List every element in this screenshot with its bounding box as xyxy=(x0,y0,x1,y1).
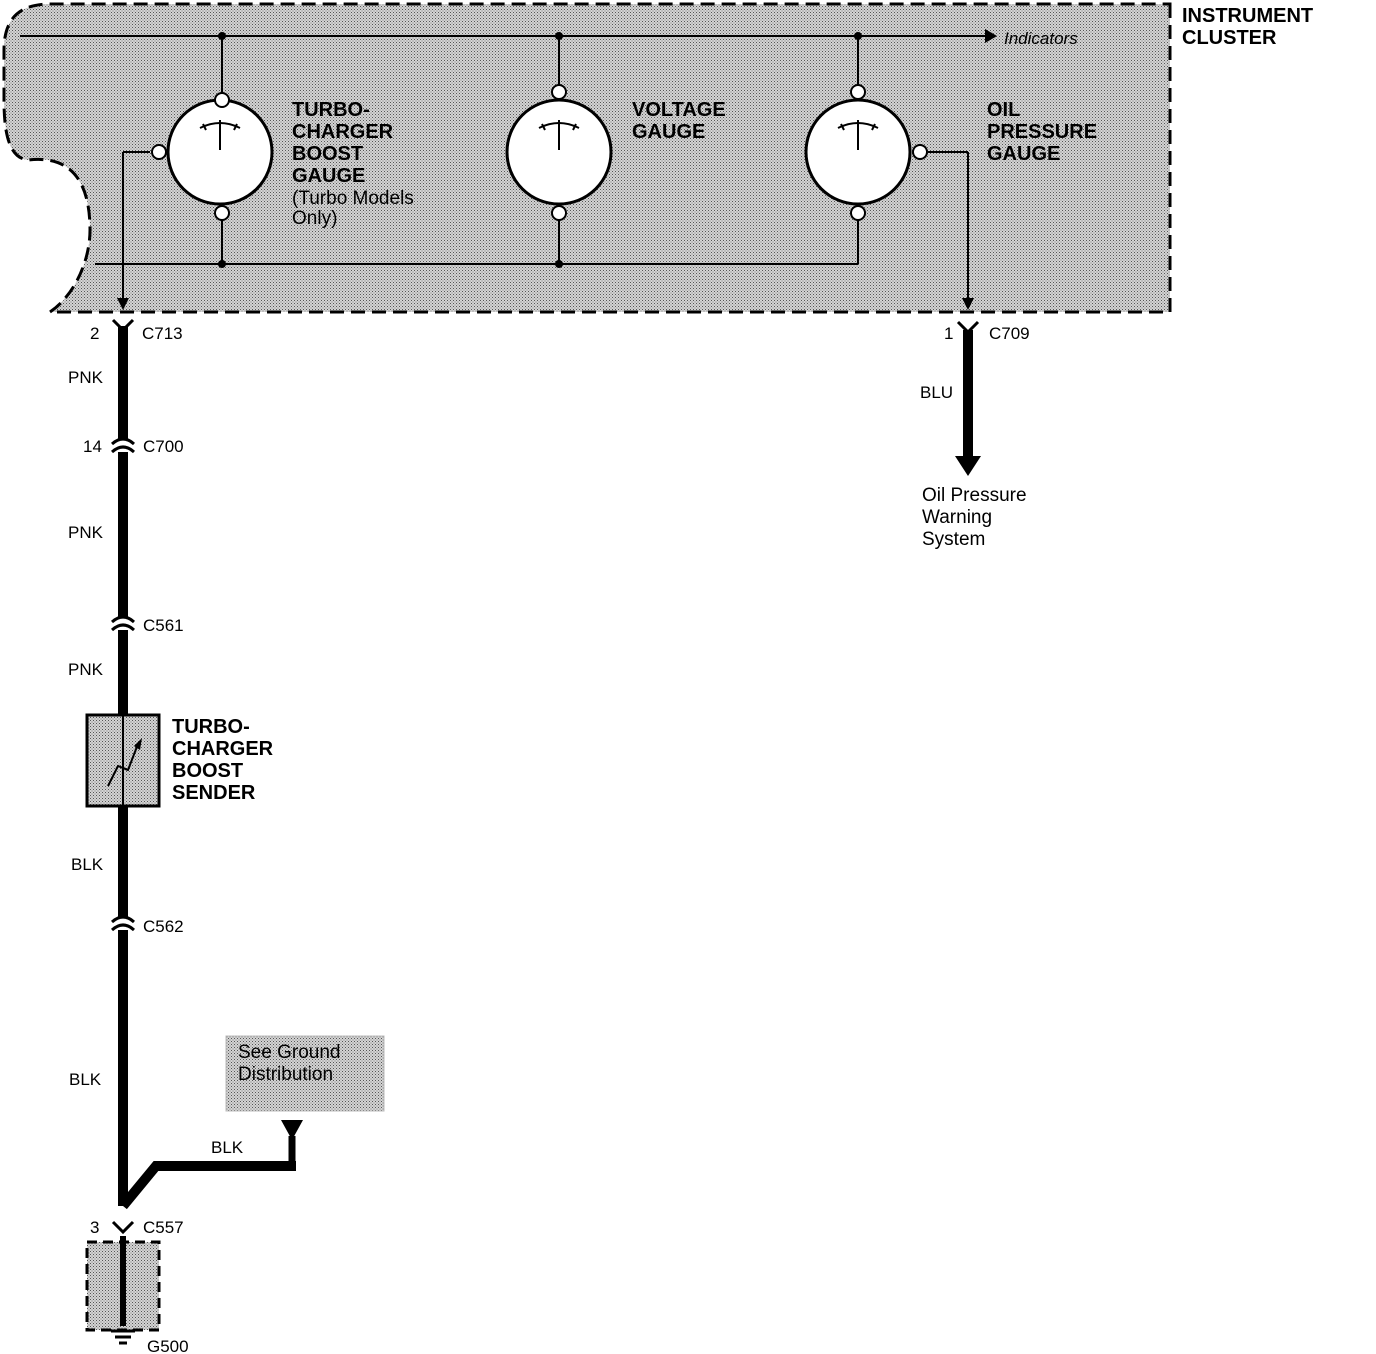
boost-gauge-note-line: (Turbo Models xyxy=(292,188,414,209)
oil-gauge-label-line: GAUGE xyxy=(987,143,1060,165)
connector-c700-symbol xyxy=(110,437,136,454)
c700-name: C700 xyxy=(143,437,184,456)
boost-harness-wire xyxy=(118,326,270,1210)
boost-signal-arrow xyxy=(117,298,129,310)
oil-gauge-label-line: OIL xyxy=(987,99,1020,121)
oil-pressure-gauge xyxy=(804,84,928,221)
voltage-gauge-label: VOLTAGE GAUGE xyxy=(632,99,726,143)
indicators-arrow xyxy=(985,29,997,43)
c709-pin: 1 xyxy=(944,324,953,343)
ground-ref-line: See Ground xyxy=(238,1042,340,1063)
oil-destination-line: Warning xyxy=(922,507,992,528)
boost-gauge-label-line: GAUGE xyxy=(292,165,365,187)
sender-label-line: BOOST xyxy=(172,760,243,782)
sender-label-line: TURBO- xyxy=(172,716,250,738)
wire-color-label: PNK xyxy=(68,660,104,679)
boost-gauge-label-line: CHARGER xyxy=(292,121,394,143)
oil-gauge-label: OIL PRESSURE GAUGE xyxy=(987,99,1097,165)
c700-pin: 14 xyxy=(83,437,102,456)
c713-name: C713 xyxy=(142,324,183,343)
ground-ref-arrow xyxy=(281,1120,303,1140)
connector-c561-symbol xyxy=(110,615,136,632)
oil-wire-arrow xyxy=(955,456,981,476)
c562-name: C562 xyxy=(143,917,184,936)
oil-gauge-label-line: PRESSURE xyxy=(987,121,1097,143)
oil-destination-line: Oil Pressure xyxy=(922,485,1027,506)
boost-gauge-label: TURBO- CHARGER BOOST GAUGE (Turbo Models… xyxy=(292,99,414,229)
sender-label-line: CHARGER xyxy=(172,738,274,760)
cluster-title-line1: INSTRUMENT xyxy=(1182,5,1313,27)
wire-color-label: BLU xyxy=(920,383,953,402)
boost-gauge-label-line: TURBO- xyxy=(292,99,370,121)
wire-color-label: PNK xyxy=(68,523,104,542)
wire-color-label: BLK xyxy=(211,1138,244,1157)
c557-pin: 3 xyxy=(90,1218,99,1237)
turbo-boost-gauge xyxy=(151,92,274,221)
c709-name: C709 xyxy=(989,324,1030,343)
indicators-label: Indicators xyxy=(1004,29,1078,48)
cluster-title-line2: CLUSTER xyxy=(1182,27,1277,49)
connector-c713-symbol xyxy=(111,318,135,333)
sender-label-line: SENDER xyxy=(172,782,256,804)
c557-name: C557 xyxy=(143,1218,184,1237)
c561-name: C561 xyxy=(143,616,184,635)
boost-gauge-label-line: BOOST xyxy=(292,143,363,165)
oil-destination-line: System xyxy=(922,529,985,550)
ground-g500 xyxy=(85,1236,161,1345)
c713-pin: 2 xyxy=(90,324,99,343)
oil-signal-arrow xyxy=(962,298,974,310)
voltage-gauge-label-line: VOLTAGE xyxy=(632,99,726,121)
connector-c562-symbol xyxy=(110,915,136,932)
junction-dots xyxy=(218,32,862,268)
voltage-gauge-label-line: GAUGE xyxy=(632,121,705,143)
turbo-boost-sender xyxy=(85,713,161,808)
ground-ref-line: Distribution xyxy=(238,1064,333,1085)
ground-distribution-reference: See Ground Distribution xyxy=(225,1035,385,1112)
boost-gauge-note-line: Only) xyxy=(292,208,337,229)
connector-c557-symbol xyxy=(111,1220,135,1235)
wire-color-label: BLK xyxy=(69,1070,102,1089)
wire-color-label: PNK xyxy=(68,368,104,387)
voltage-gauge xyxy=(505,84,613,221)
wire-color-label: BLK xyxy=(71,855,104,874)
ground-name: G500 xyxy=(147,1337,189,1354)
